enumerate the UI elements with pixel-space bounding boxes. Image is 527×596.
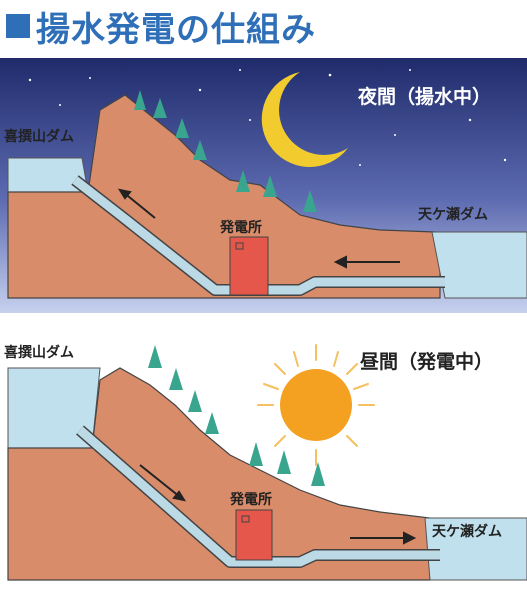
day-panel [7, 344, 527, 581]
night-plant-label: 発電所 [219, 219, 262, 236]
day-lower-dam-label: 天ケ瀬ダム [432, 523, 502, 540]
day-power-plant [235, 509, 273, 561]
night-flow-arrows [117, 188, 400, 269]
night-lower-dam-label: 天ケ瀬ダム [418, 206, 488, 223]
page-title: 揚水発電の仕組み [6, 4, 316, 50]
night-lower-reservoir [431, 231, 527, 299]
night-upper-dam-label: 喜撰山ダム [4, 128, 74, 145]
day-upper-dam-label: 喜撰山ダム [4, 344, 74, 361]
day-trees [148, 345, 325, 486]
sun-icon [257, 344, 375, 466]
day-plant-label: 発電所 [229, 491, 272, 508]
title-square-icon [6, 14, 30, 38]
night-mode-label: 夜間（揚水中） [357, 85, 491, 108]
moon-icon [261, 72, 348, 167]
night-panel [0, 58, 527, 313]
stars [28, 69, 507, 166]
title-text: 揚水発電の仕組み [36, 9, 316, 50]
day-flow-arrows [139, 464, 417, 545]
day-mode-label: 昼間（発電中） [360, 350, 493, 373]
night-trees [134, 90, 317, 212]
